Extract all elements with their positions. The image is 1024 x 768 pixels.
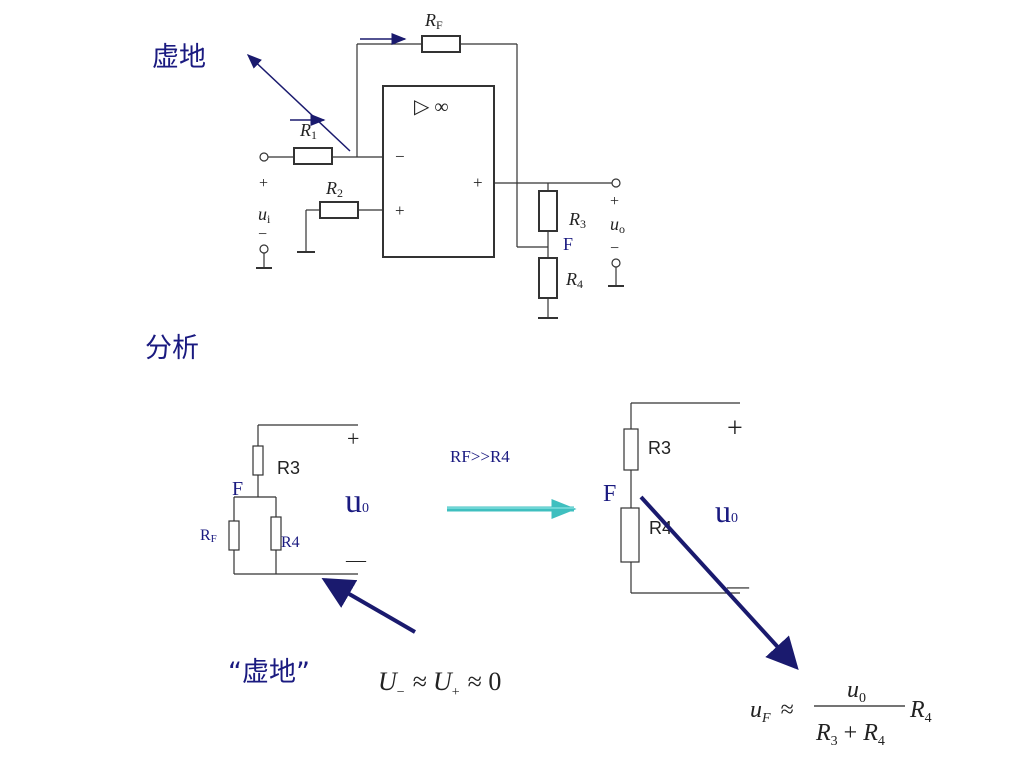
label-virtual-ground-top: 虚地 [152,42,206,73]
output-terminal-top [611,178,621,188]
left-r3-resistor [252,445,264,476]
input-plus-sign: + [259,175,268,192]
left-rf-resistor [228,520,240,551]
left-label-f: F [232,478,243,500]
right-label-r3: R3 [648,438,671,458]
label-r1: R1 [299,120,317,142]
top-circuit [256,35,624,319]
opamp-inverting-sign: − [395,147,405,166]
left-label-r4: R4 [281,534,300,551]
rf-resistor [421,35,461,53]
label-condition: RF>>R4 [450,447,510,466]
right-label-u0: u0 [715,493,738,529]
right-label-f: F [603,481,616,507]
label-uo: uo [610,214,625,236]
svg-text:u0: u0 [847,677,866,706]
r1-resistor [293,147,333,165]
r2-resistor [319,201,359,219]
opamp-noninverting-sign: + [395,201,405,220]
label-r4: R4 [565,269,583,291]
r4-resistor [538,257,558,299]
svg-text:uF≈: uF≈ [750,697,794,726]
right-plus-sign: + [727,413,743,444]
right-r3-resistor [623,428,639,471]
label-node-f-top: F [563,234,573,254]
output-plus-sign: + [610,193,619,210]
label-rf: RF [424,10,443,32]
label-virtual-ground-quoted: “虚地” [228,657,310,688]
label-analysis: 分析 [145,333,199,364]
left-subcircuit [228,424,358,575]
left-minus-sign: — [345,549,367,571]
right-subcircuit [620,402,740,594]
input-terminal-top [259,152,269,162]
input-minus-sign: − [258,226,267,243]
label-r3: R3 [568,209,586,231]
equation-virtual-ground: U−≈U+≈ 0 [378,667,501,700]
left-label-r3: R3 [277,458,300,478]
r3-resistor [538,190,558,232]
virtual-ground-pointer [246,53,351,152]
output-terminal-bottom [611,258,621,268]
opamp-box [382,85,495,258]
output-minus-sign: − [610,240,619,257]
input-terminal-bottom [259,244,269,254]
right-r4-resistor [620,507,640,563]
svg-text:R4: R4 [909,697,932,726]
label-ui: ui [258,204,271,226]
uf-arrow [639,495,799,670]
left-label-u0: u0 [345,483,369,520]
opamp-symbol: ▷ ∞ [414,96,449,118]
left-label-rf: RF [200,527,217,545]
label-r2: R2 [325,178,343,200]
equation-uf: uF≈ u0 R3+R4 R4 [750,677,932,749]
virtual-ground-arrow [321,577,417,634]
opamp-output-sign: + [473,173,483,192]
left-plus-sign: + [347,426,359,451]
left-r4-resistor [270,516,282,551]
svg-text:R3+R4: R3+R4 [815,720,885,749]
